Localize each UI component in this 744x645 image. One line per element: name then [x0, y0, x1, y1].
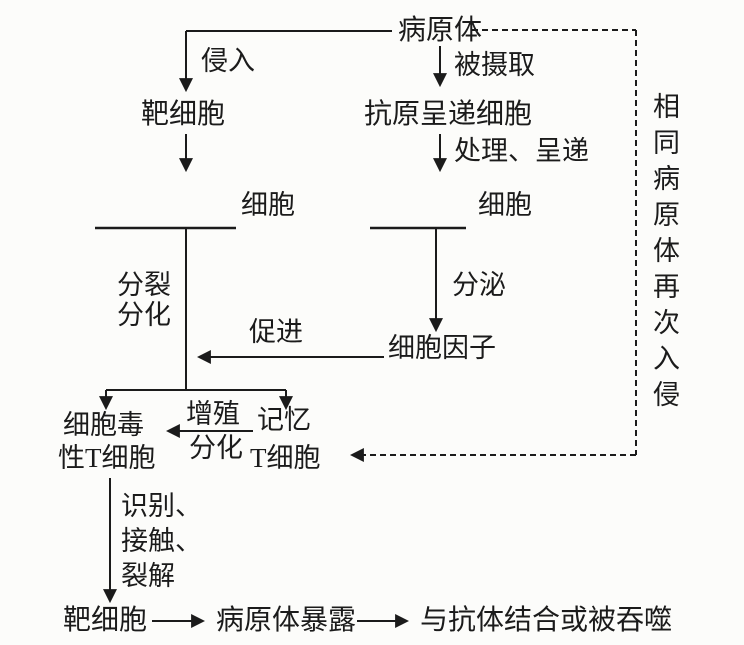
proliferate-label: 增殖	[186, 399, 240, 429]
contact-label: 接触、	[121, 526, 202, 556]
pathogen-node: 病原体	[398, 15, 483, 46]
invade-label: 侵入	[201, 46, 255, 76]
pathogen-exposed-node: 病原体暴露	[216, 605, 357, 636]
target-cell-top-node: 靶细胞	[141, 99, 226, 130]
recognize-label: 识别、	[121, 491, 202, 521]
antibody-or-phagocytosis-node: 与抗体结合或被吞噬	[420, 605, 673, 636]
memory-t-cell-line2: T细胞	[250, 443, 321, 473]
cytotoxic-t-cell-line1: 细胞毒	[63, 410, 144, 440]
differentiate-label: 分化	[117, 300, 171, 330]
lyse-label: 裂解	[121, 561, 175, 591]
ingest-label: 被摄取	[454, 50, 535, 80]
apc-node: 抗原呈递细胞	[364, 99, 533, 130]
secrete-label: 分泌	[452, 270, 506, 300]
dashed-connectors	[349, 29, 637, 462]
divide-label: 分裂	[117, 270, 171, 300]
target-cell-bottom-node: 靶细胞	[63, 605, 148, 636]
solid-connectors	[95, 30, 466, 628]
differentiate2-label: 分化	[189, 433, 243, 463]
same-pathogen-reinvasion-label: 相同病原体再次入侵	[649, 92, 680, 416]
cytokine-node: 细胞因子	[388, 333, 496, 363]
memory-t-cell-line1: 记忆	[257, 405, 311, 435]
promote-label: 促进	[249, 317, 303, 347]
cytotoxic-t-cell-line2: 性T细胞	[58, 443, 156, 473]
right-blank-cell-suffix: 细胞	[478, 190, 532, 220]
left-blank-cell-suffix: 细胞	[241, 190, 295, 220]
process-present-label: 处理、呈递	[454, 136, 589, 166]
